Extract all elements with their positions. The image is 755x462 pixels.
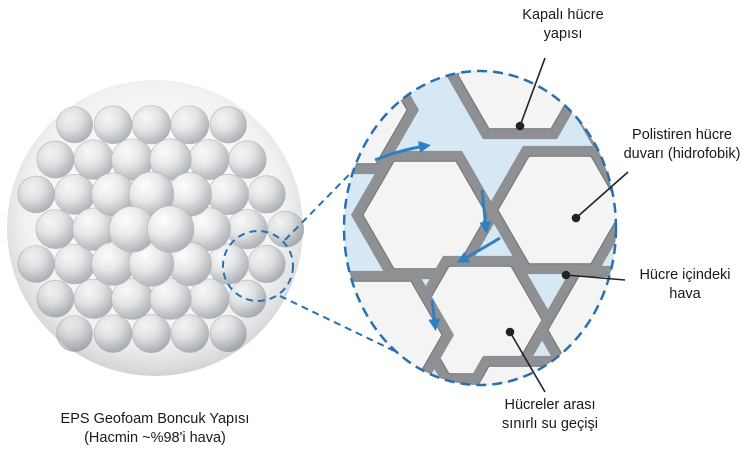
polystyrene-wall-label: Polistiren hücre duvarı (hidrofobik)	[612, 126, 752, 164]
zoomed-cell-structure	[271, 11, 714, 462]
polystyrene-line1: Polistiren hücre	[612, 126, 752, 145]
closed-cell-label: Kapalı hücre yapısı	[488, 6, 638, 44]
main-title-line2: (Hacmin ~%98'i hava)	[40, 429, 270, 448]
polystyrene-line2: duvarı (hidrofobik)	[612, 145, 752, 164]
main-title: EPS Geofoam Boncuk Yapısı (Hacmin ~%98'i…	[40, 410, 270, 448]
closed-cell-line2: yapısı	[488, 25, 638, 44]
water-path-label: Hücreler arası sınırlı su geçişi	[480, 396, 620, 434]
cell-air-label: Hücre içindeki hava	[625, 266, 745, 304]
bead-shading	[7, 80, 303, 376]
water-path-line1: Hücreler arası	[480, 396, 620, 415]
water-path-line2: sınırlı su geçişi	[480, 415, 620, 434]
cell-air-line2: hava	[625, 285, 745, 304]
main-title-line1: EPS Geofoam Boncuk Yapısı	[40, 410, 270, 429]
cell-air-line1: Hücre içindeki	[625, 266, 745, 285]
closed-cell-line1: Kapalı hücre	[488, 6, 638, 25]
